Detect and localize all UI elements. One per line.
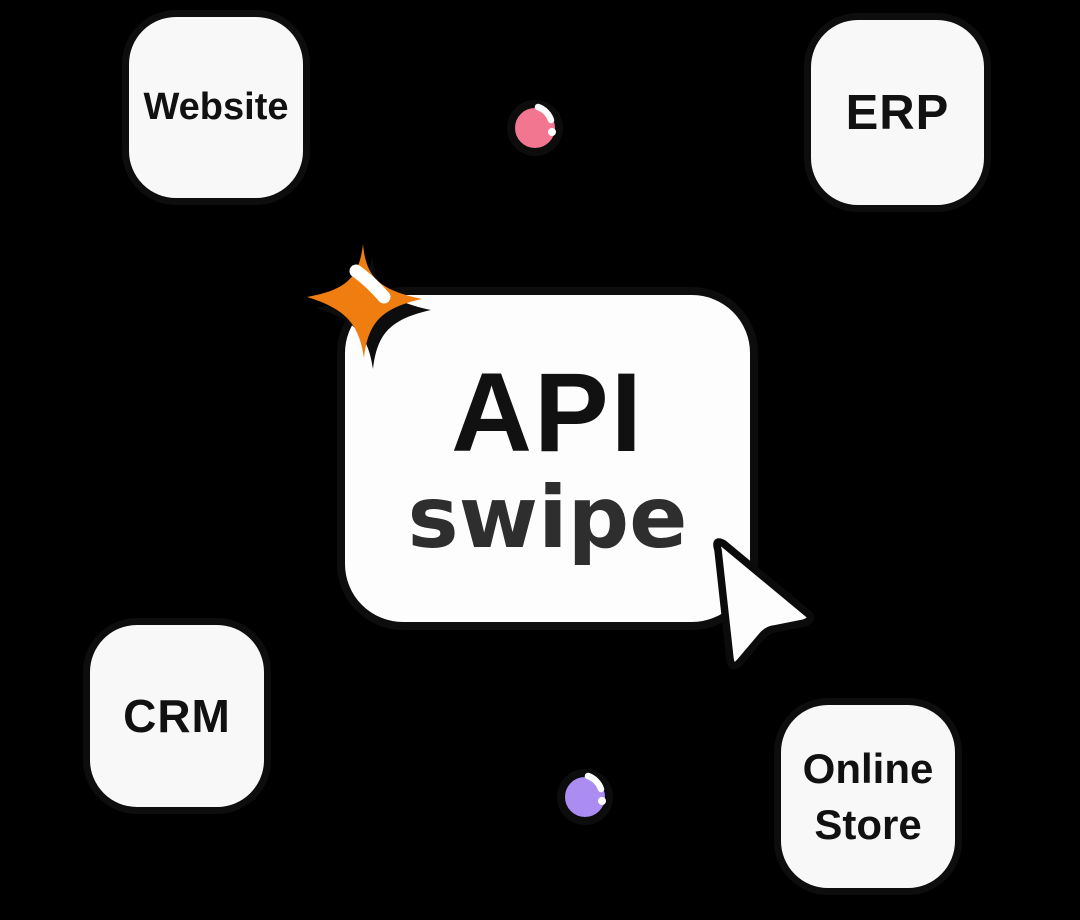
swipe-subtitle: swipe: [407, 467, 688, 568]
sparkle-icon: [307, 244, 431, 369]
node-online-store: Online Store: [774, 698, 962, 895]
node-crm: CRM: [83, 618, 271, 814]
purple-ball-icon: [557, 769, 613, 825]
node-website: Website: [122, 10, 310, 205]
node-crm-label: CRM: [123, 690, 231, 742]
pink-ball-icon: [507, 100, 563, 156]
api-title: API: [451, 349, 644, 475]
node-erp-label: ERP: [845, 85, 950, 140]
node-online-store-label: Online Store: [802, 745, 934, 848]
node-erp: ERP: [804, 13, 991, 212]
cursor-icon: [713, 538, 815, 670]
node-website-label: Website: [143, 86, 289, 128]
center-api-card: API swipe: [337, 287, 758, 630]
